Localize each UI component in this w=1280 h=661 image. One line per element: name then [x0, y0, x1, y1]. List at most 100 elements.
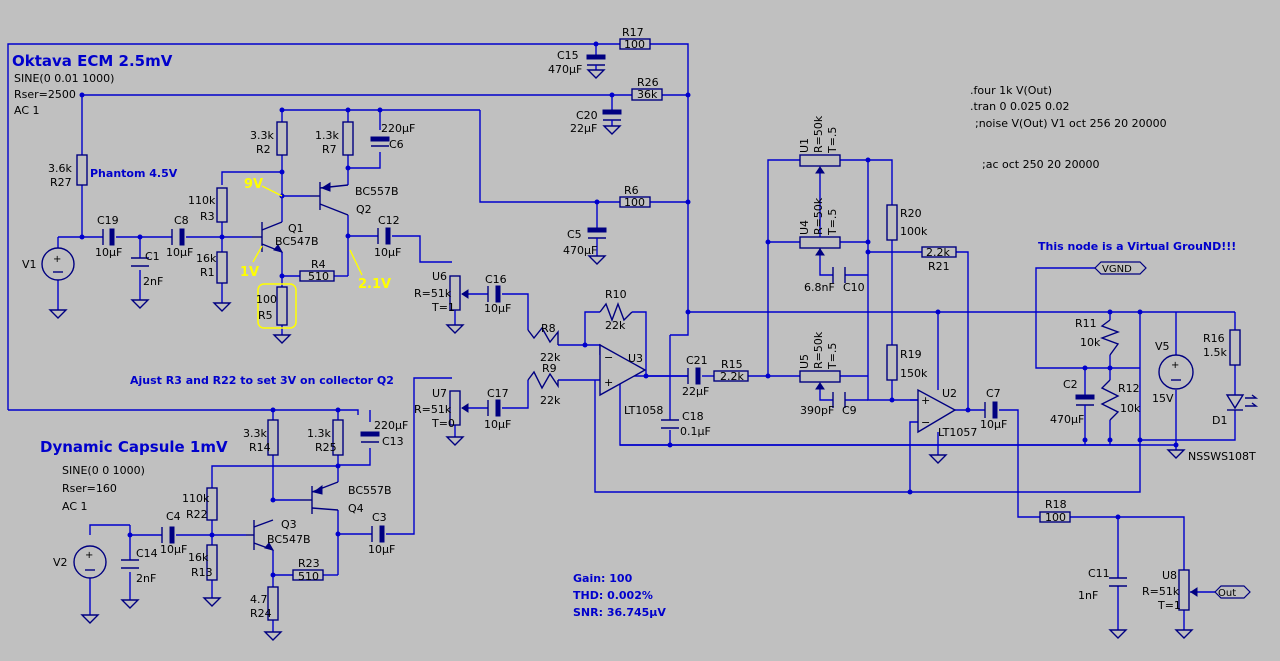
capacitor-c12[interactable] [377, 227, 391, 245]
resistor-r16[interactable] [1229, 329, 1241, 366]
transistor-q3[interactable] [246, 519, 275, 551]
svg-text:+: + [1171, 360, 1179, 371]
potentiometers[interactable] [449, 154, 1198, 611]
resistor-r18[interactable] [1039, 511, 1071, 523]
capacitor-c3[interactable] [371, 525, 385, 543]
capacitor-c8[interactable] [171, 228, 185, 246]
label-components-r4-name: R4 [311, 258, 326, 271]
capacitor-c2[interactable] [1075, 394, 1095, 412]
label-components-r13-value: 16k [188, 551, 209, 564]
resistor-r2[interactable] [276, 121, 288, 156]
transistors[interactable] [246, 182, 349, 551]
v1-param-2: Rser=2500 [14, 88, 76, 101]
resistor-r11[interactable] [1100, 319, 1120, 356]
junctions [79, 41, 1179, 578]
capacitor-c20[interactable] [602, 109, 622, 126]
label-components-r16-value: 1.5k [1203, 346, 1227, 359]
resistor-r12[interactable] [1100, 379, 1120, 421]
potentiometer-u6[interactable] [449, 275, 469, 311]
resistor-r10[interactable] [599, 302, 633, 322]
capacitor-c13[interactable] [360, 431, 380, 443]
capacitor-c4[interactable] [161, 526, 175, 544]
capacitor-c21[interactable] [687, 367, 701, 385]
potentiometer-u1[interactable] [799, 154, 841, 174]
capacitor-c18[interactable] [661, 419, 679, 429]
label-components-c2-name: C2 [1063, 378, 1078, 391]
opamp-u3[interactable]: −+ [599, 343, 647, 397]
capacitor-c11[interactable] [1109, 577, 1127, 587]
resistor-r21[interactable] [921, 246, 957, 258]
resistor-r20[interactable] [886, 204, 898, 241]
label-components-u4-extra: T=.5 [826, 209, 839, 236]
transistor-q1[interactable] [252, 221, 284, 253]
v2-param-2: Rser=160 [62, 482, 117, 495]
label-components-c19-value: 10µF [95, 246, 122, 259]
capacitor-c5[interactable] [587, 227, 607, 256]
label-components-r12-value: 10k [1120, 402, 1141, 415]
potentiometer-u5[interactable] [799, 370, 841, 390]
label-components-r1-value: 16k [196, 252, 217, 265]
capacitor-c17[interactable] [487, 399, 501, 417]
resistor-r5[interactable] [276, 286, 288, 326]
label-components-r9-value: 22k [540, 394, 561, 407]
opamps[interactable]: −+ +− [599, 343, 957, 434]
potentiometer-u8[interactable] [1178, 569, 1198, 611]
capacitor-c14[interactable] [121, 559, 139, 569]
label-components-c10-value: 6.8nF [804, 281, 835, 294]
resistor-r15[interactable] [713, 370, 749, 382]
resistor-r9[interactable] [527, 370, 559, 390]
out-flag[interactable] [1214, 585, 1251, 599]
capacitor-c7[interactable] [984, 401, 998, 419]
resistor-r27[interactable] [76, 154, 88, 186]
label-components-r10-name: R10 [605, 288, 627, 301]
capacitor-c10[interactable] [832, 267, 846, 283]
opamp-u2[interactable]: +− [917, 388, 957, 434]
label-components-c16-name: C16 [485, 273, 507, 286]
label-components-c2-value: 470µF [1050, 413, 1084, 426]
resistor-r19[interactable] [886, 344, 898, 381]
capacitors[interactable] [102, 54, 1127, 587]
directive-tran: .tran 0 0.025 0.02 [970, 100, 1070, 113]
capacitor-c6[interactable] [370, 136, 390, 147]
label-components-vgnd-name: VGND [1102, 264, 1132, 275]
source-v5[interactable]: + [1158, 354, 1194, 390]
capacitor-c15[interactable] [586, 54, 606, 70]
resistor-r13[interactable] [206, 544, 218, 581]
resistor-r23[interactable] [292, 569, 324, 581]
potentiometer-u4[interactable] [799, 236, 841, 256]
transistor-q2[interactable] [310, 182, 349, 216]
capacitor-c9[interactable] [832, 392, 846, 408]
net-flags[interactable] [1094, 261, 1251, 599]
label-components-c21-value: 22µF [682, 385, 709, 398]
potentiometer-u7[interactable] [449, 390, 469, 426]
resistor-r6[interactable] [619, 196, 651, 208]
label-components-u2-name: U2 [942, 387, 957, 400]
resistor-r8[interactable] [527, 326, 559, 345]
sources[interactable]: + + + [41, 247, 1194, 579]
resistor-r14[interactable] [267, 419, 279, 456]
vgnd-flag[interactable] [1094, 261, 1147, 275]
resistor-r26[interactable] [631, 88, 663, 101]
resistor-r25[interactable] [332, 419, 344, 456]
led-d1[interactable] [1225, 394, 1259, 411]
note-vgnd: This node is a Virtual GrouND!!! [1038, 240, 1236, 253]
resistor-r17[interactable] [619, 38, 651, 50]
resistor-r4[interactable] [299, 270, 335, 282]
capacitor-c16[interactable] [487, 285, 501, 303]
capacitor-c1[interactable] [131, 257, 149, 267]
resistor-r24[interactable] [267, 586, 279, 621]
resistors[interactable] [76, 38, 1241, 621]
source-v2[interactable]: + [73, 545, 107, 579]
resistor-r7[interactable] [342, 121, 354, 156]
source-v1[interactable]: + [41, 247, 75, 281]
resistor-r1[interactable] [216, 251, 228, 284]
resistor-r3[interactable] [216, 187, 228, 223]
resistor-r22[interactable] [206, 487, 218, 521]
svg-text:+: + [53, 254, 61, 265]
label-components-q1-value: BC547B [275, 235, 319, 248]
label-components-c12-name: C12 [378, 214, 400, 227]
transistor-q4[interactable] [300, 481, 339, 514]
capacitor-c19[interactable] [102, 228, 115, 246]
